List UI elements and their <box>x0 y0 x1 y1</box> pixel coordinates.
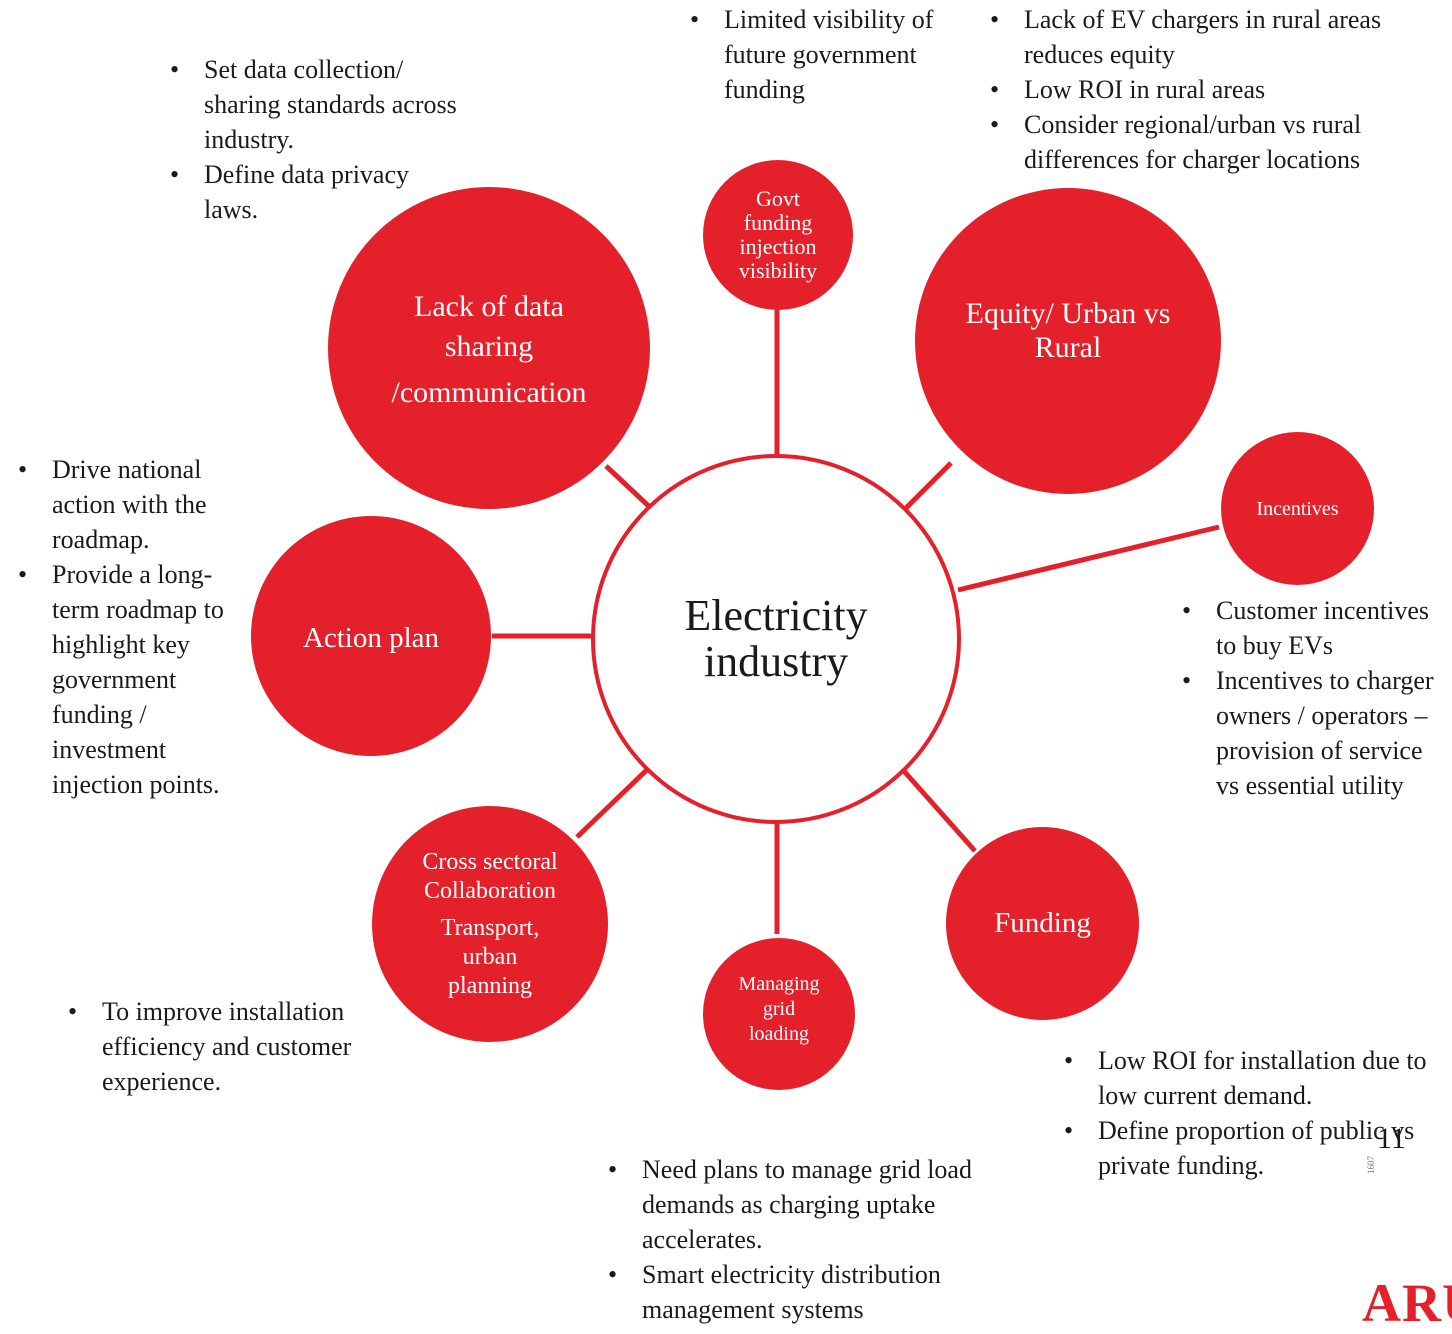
center-label-line2: industry <box>703 637 849 686</box>
notes-action-plan: Drive national action with the roadmap. … <box>16 452 256 802</box>
notes-funding: Low ROI for installation due to low curr… <box>1062 1043 1434 1183</box>
note-item: Consider regional/urban vs rural differe… <box>988 107 1440 177</box>
arup-logo: ARUP <box>1362 1273 1452 1333</box>
bubble-govt-funding-line4: visibility <box>738 258 818 283</box>
note-item: Low ROI in rural areas <box>988 72 1440 107</box>
bubble-equity-line2: Rural <box>1034 331 1102 364</box>
connector-data-sharing <box>604 464 657 514</box>
side-code: 1607 <box>1366 1156 1376 1174</box>
bubble-grid-line1: Managing <box>738 972 820 995</box>
bubble-incentives-line1: Incentives <box>1256 497 1339 520</box>
note-item: To improve installation efficiency and c… <box>66 994 406 1099</box>
note-item: Incentives to charger owners / operators… <box>1180 663 1442 803</box>
bubble-equity-line1: Equity/ Urban vs <box>965 297 1171 330</box>
bubble-funding: Funding <box>946 827 1139 1020</box>
bubble-govt-funding: Govt funding injection visibility <box>703 160 853 310</box>
bubble-data-sharing-line1: Lack of data <box>414 290 564 323</box>
bubble-equity: Equity/ Urban vs Rural <box>915 188 1221 494</box>
notes-incentives: Customer incentives to buy EVs Incentive… <box>1180 593 1442 803</box>
page-number: 11 <box>1377 1122 1406 1155</box>
bubble-grid: Managing grid loading <box>703 938 855 1090</box>
bubble-cross-line3: Transport, <box>440 914 540 941</box>
notes-cross-sectoral: To improve installation efficiency and c… <box>66 994 406 1099</box>
bubble-cross-sectoral: Cross sectoral Collaboration Transport, … <box>372 806 608 1042</box>
note-item: Limited visibility of future government … <box>688 2 948 107</box>
bubble-cross-line4: urban <box>462 943 518 970</box>
bubble-govt-funding-line1: Govt <box>756 186 800 211</box>
note-item: Provide a long-term roadmap to highlight… <box>16 557 256 802</box>
note-item: Set data collection/ sharing standards a… <box>168 52 458 157</box>
center-circle: Electricity industry <box>591 454 961 824</box>
bubble-action-plan-line1: Action plan <box>302 622 440 654</box>
bubble-cross-line1: Cross sectoral <box>422 848 558 875</box>
bubble-govt-funding-line3: injection <box>739 234 817 259</box>
note-item: Customer incentives to buy EVs <box>1180 593 1442 663</box>
notes-govt-funding: Limited visibility of future government … <box>688 2 948 107</box>
note-item: Low ROI for installation due to low curr… <box>1062 1043 1434 1113</box>
bubble-funding-line1: Funding <box>994 906 1091 939</box>
bubble-data-sharing-line2: sharing <box>444 330 534 363</box>
notes-data-sharing: Set data collection/ sharing standards a… <box>168 52 458 227</box>
notes-grid: Need plans to manage grid load demands a… <box>606 1152 1026 1327</box>
center-label-line1: Electricity <box>684 591 868 640</box>
note-item: Need plans to manage grid load demands a… <box>606 1152 1026 1257</box>
bubble-cross-line5: planning <box>448 972 532 999</box>
bubble-govt-funding-line2: funding <box>743 210 813 235</box>
note-item: Lack of EV chargers in rural areas reduc… <box>988 2 1440 72</box>
bubble-action-plan: Action plan <box>251 516 491 756</box>
bubble-cross-line2: Collaboration <box>424 877 556 904</box>
connector-incentives <box>957 524 1220 593</box>
connector-cross <box>575 761 656 839</box>
connector-funding <box>901 768 977 853</box>
note-item: Smart electricity distribution managemen… <box>606 1257 1026 1327</box>
notes-equity: Lack of EV chargers in rural areas reduc… <box>988 2 1440 177</box>
note-item: Define proportion of public vs private f… <box>1062 1113 1434 1183</box>
bubble-data-sharing-line3: /communication <box>391 376 587 409</box>
note-item: Define data privacy laws. <box>168 157 458 227</box>
bubble-grid-line3: loading <box>749 1022 809 1045</box>
connector-equity <box>902 461 953 512</box>
note-item: Drive national action with the roadmap. <box>16 452 256 557</box>
bubble-data-sharing: Lack of data sharing /communication <box>328 187 650 509</box>
bubble-grid-line2: grid <box>762 997 796 1020</box>
bubble-incentives: Incentives <box>1221 432 1374 585</box>
